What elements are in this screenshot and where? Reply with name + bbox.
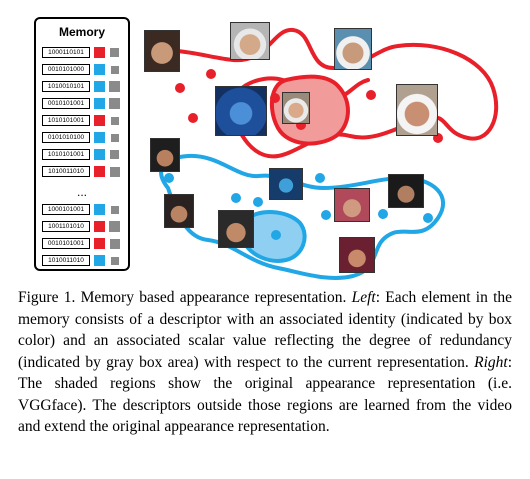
red-descriptor-dot <box>366 90 376 100</box>
caption-left-text: : Each element in the memory consists of… <box>18 289 512 371</box>
memory-identity-box <box>94 204 105 215</box>
memory-identity-box <box>94 81 105 92</box>
blue-descriptor-dot <box>378 209 388 219</box>
memory-identity-box <box>94 115 105 126</box>
memory-title: Memory <box>58 25 105 39</box>
face-thumbnail-icon <box>144 30 180 72</box>
face-thumbnail-icon <box>388 174 424 208</box>
memory-descriptor: 1010011010 <box>42 255 90 266</box>
memory-descriptor: 0010101000 <box>42 64 90 75</box>
face-thumbnail-icon <box>164 194 194 228</box>
caption-left-label: Left <box>351 289 376 306</box>
memory-descriptor: 1010011010 <box>42 166 90 177</box>
figure-caption: Figure 1. Memory based appearance repres… <box>18 287 512 438</box>
memory-identity-box <box>94 166 105 177</box>
red-descriptor-dot <box>270 93 280 103</box>
appearance-diagram <box>138 18 522 288</box>
memory-redundancy-box <box>110 256 119 265</box>
face-thumbnail-icon <box>269 168 303 200</box>
red-descriptor-dot <box>188 113 198 123</box>
blue-descriptor-dot <box>164 173 174 183</box>
memory-redundancy-box <box>109 81 120 92</box>
blue-descriptor-dot <box>231 193 241 203</box>
face-thumbnail-icon <box>334 188 370 222</box>
face-thumbnail-icon <box>215 86 267 136</box>
memory-ellipsis: ... <box>76 185 87 199</box>
memory-descriptor: 0101010100 <box>42 132 90 143</box>
memory-identity-box <box>94 255 105 266</box>
memory-redundancy-box <box>110 65 119 74</box>
memory-redundancy-box <box>110 116 119 125</box>
memory-identity-box <box>94 64 105 75</box>
memory-redundancy-box <box>110 133 119 142</box>
blue-identity-curve <box>159 153 445 280</box>
memory-descriptor: 1001101010 <box>42 221 90 232</box>
memory-identity-box <box>94 238 105 249</box>
memory-descriptor: 0010101001 <box>42 238 90 249</box>
caption-label: Figure 1. Memory based appearance repres… <box>18 289 347 306</box>
caption-right-label: Right <box>474 353 508 371</box>
memory-identity-box <box>94 221 105 232</box>
blue-descriptor-dot <box>253 197 263 207</box>
face-thumbnail-icon <box>218 210 254 248</box>
memory-redundancy-box <box>110 205 119 214</box>
memory-redundancy-box <box>109 238 120 249</box>
blue-descriptor-dot <box>321 210 331 220</box>
caption-right-text: : The shaded regions show the original a… <box>18 353 513 436</box>
blue-descriptor-dot <box>315 173 325 183</box>
memory-identity-box <box>94 98 105 109</box>
memory-redundancy-box <box>110 48 119 57</box>
memory-descriptor: 1010010101 <box>42 81 90 92</box>
red-descriptor-dot <box>206 69 216 79</box>
red-descriptor-dot <box>175 83 185 93</box>
memory-descriptor: 1010101001 <box>42 115 90 126</box>
diagram-svg <box>144 28 499 280</box>
face-thumbnail-icon <box>282 92 310 124</box>
memory-redundancy-box <box>109 166 120 177</box>
memory-descriptor: 1000110101 <box>42 47 90 58</box>
memory-redundancy-box <box>109 98 120 109</box>
blue-descriptor-dot <box>423 213 433 223</box>
memory-redundancy-box <box>110 150 119 159</box>
face-thumbnail-icon <box>230 22 270 60</box>
memory-identity-box <box>94 132 105 143</box>
blue-descriptor-dots <box>164 173 433 240</box>
red-identity-curve <box>144 28 499 159</box>
memory-identity-box <box>94 149 105 160</box>
blue-descriptor-dot <box>271 230 281 240</box>
face-thumbnail-icon <box>396 84 438 136</box>
memory-identity-box <box>94 47 105 58</box>
memory-panel: Memory 1000110101 0010101000 1010010101 001… <box>34 17 130 271</box>
face-thumbnail-icon <box>334 28 372 70</box>
memory-descriptor: 1000101001 <box>42 204 90 215</box>
memory-redundancy-box <box>109 221 120 232</box>
face-thumbnail-icon <box>339 237 375 273</box>
memory-descriptor: 0010101001 <box>42 98 90 109</box>
face-thumbnail-icon <box>150 138 180 172</box>
memory-descriptor: 1010101001 <box>42 149 90 160</box>
